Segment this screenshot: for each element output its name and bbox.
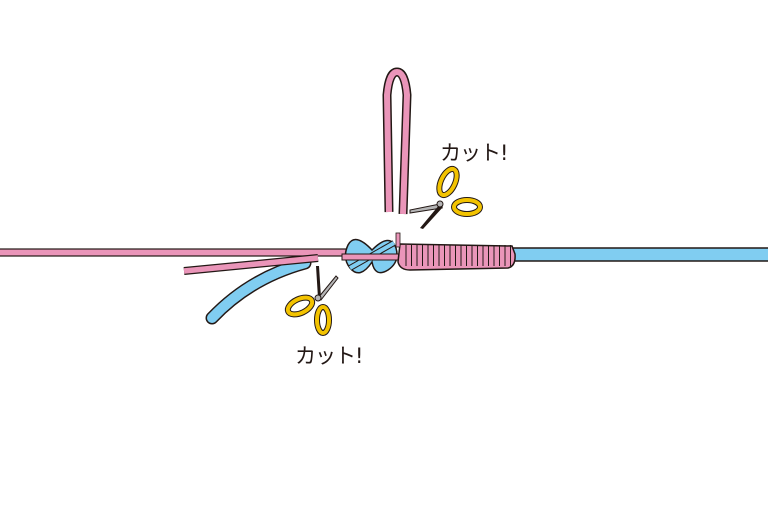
blue-main-line [504, 247, 768, 262]
pink-coil-wraps [397, 243, 516, 271]
figure-eight-knot [341, 238, 401, 274]
cut-label-bottom: カット! [295, 344, 363, 368]
pink-main-line [0, 248, 356, 257]
cut-label-top: カット! [440, 141, 508, 165]
scissors-icon [284, 266, 339, 336]
scissors-icon [409, 165, 483, 229]
